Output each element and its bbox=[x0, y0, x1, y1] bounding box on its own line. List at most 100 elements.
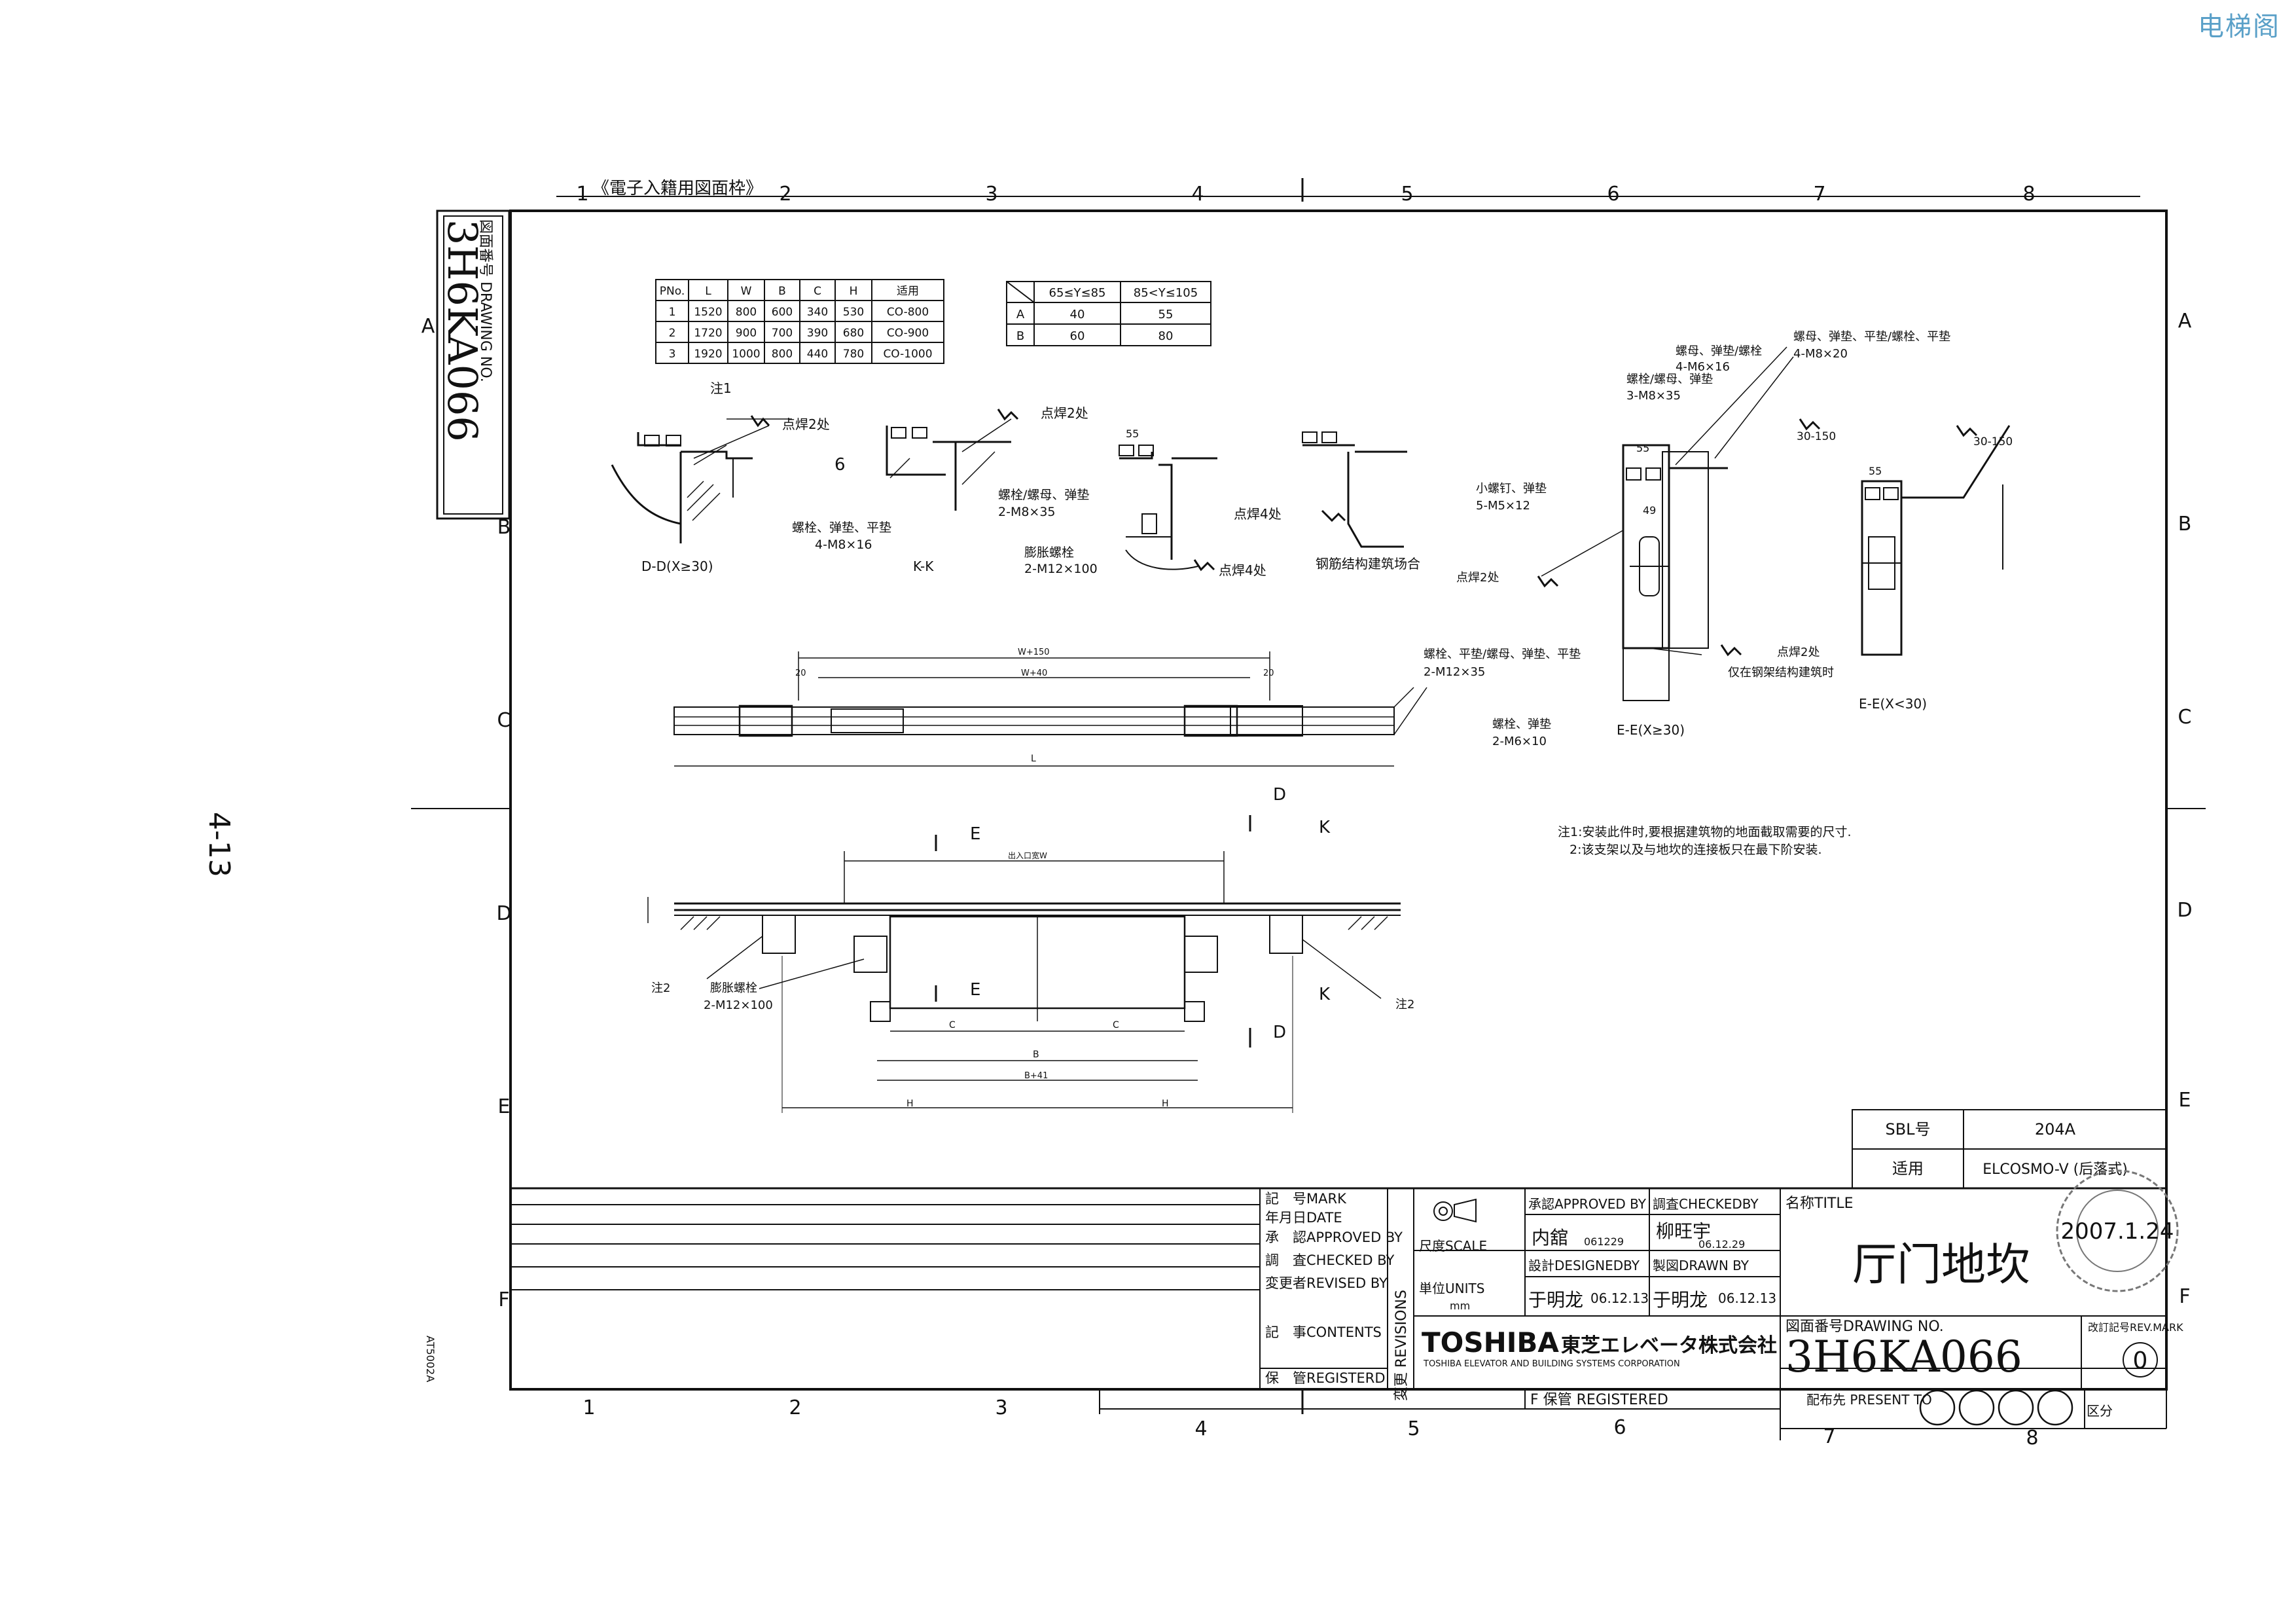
svg-text:配布先 PRESENT TO: 配布先 PRESENT TO bbox=[1806, 1392, 1932, 1408]
svg-text:設計DESIGNEDBY: 設計DESIGNEDBY bbox=[1528, 1258, 1640, 1273]
svg-text:3: 3 bbox=[995, 1396, 1007, 1419]
svg-text:単位UNITS: 単位UNITS bbox=[1419, 1281, 1484, 1296]
svg-text:調 査CHECKED BY: 調 査CHECKED BY bbox=[1265, 1252, 1395, 1268]
svg-text:1: 1 bbox=[669, 306, 676, 319]
svg-text:55: 55 bbox=[1636, 442, 1649, 454]
svg-text:点焊2处: 点焊2处 bbox=[1777, 646, 1820, 659]
svg-text:PNo.: PNo. bbox=[660, 285, 685, 298]
svg-text:B: B bbox=[778, 285, 786, 298]
svg-text:螺栓、平垫/螺母、弹垫、平垫: 螺栓、平垫/螺母、弹垫、平垫 bbox=[1424, 647, 1581, 661]
svg-text:D: D bbox=[1273, 785, 1286, 805]
svg-text:記 号MARK: 記 号MARK bbox=[1265, 1191, 1347, 1207]
svg-text:06.12.13: 06.12.13 bbox=[1590, 1290, 1649, 1306]
plan-view: W+150 W+40 20 20 L bbox=[673, 647, 1427, 767]
svg-text:6: 6 bbox=[1607, 183, 1619, 206]
watermark: 电梯阁 bbox=[2198, 12, 2280, 42]
svg-text:B: B bbox=[1016, 329, 1024, 343]
svg-text:20: 20 bbox=[795, 668, 806, 678]
svg-text:H: H bbox=[1162, 1099, 1169, 1109]
svg-text:F: F bbox=[2179, 1285, 2190, 1308]
svg-text:2-M8×35: 2-M8×35 bbox=[998, 505, 1056, 519]
svg-text:B: B bbox=[497, 516, 511, 539]
svg-text:E: E bbox=[2179, 1089, 2191, 1112]
svg-text:4: 4 bbox=[1194, 1417, 1207, 1440]
svg-text:E: E bbox=[970, 824, 980, 844]
svg-text:膨胀螺栓: 膨胀螺栓 bbox=[710, 981, 757, 995]
steel-structure-view: 点焊4处 钢筋结构建筑场合 bbox=[1234, 431, 1420, 572]
svg-text:変更者REVISED BY: 変更者REVISED BY bbox=[1265, 1275, 1388, 1291]
svg-text:H: H bbox=[850, 285, 858, 298]
svg-text:L: L bbox=[705, 285, 711, 298]
svg-text:螺栓、弹垫、平垫: 螺栓、弹垫、平垫 bbox=[792, 520, 891, 535]
svg-text:8: 8 bbox=[2022, 183, 2035, 206]
svg-text:55: 55 bbox=[1158, 308, 1174, 321]
svg-text:061229: 061229 bbox=[1584, 1235, 1624, 1248]
title-block: 尺度SCALE 単位UNITS mm 承認APPROVED BY 調査CHECK… bbox=[1099, 1169, 2183, 1440]
svg-text:C: C bbox=[2178, 706, 2192, 729]
svg-text:2-M12×100: 2-M12×100 bbox=[704, 998, 773, 1012]
svg-text:06.12.29: 06.12.29 bbox=[1698, 1238, 1745, 1250]
row-markers: A B C D E F A B C D E F bbox=[422, 310, 2193, 1311]
pno-table: PNo. L W B C H 适用 1 1520 800 600 340 530… bbox=[655, 279, 944, 364]
svg-text:49: 49 bbox=[1643, 504, 1656, 517]
svg-text:点焊4处: 点焊4处 bbox=[1219, 562, 1266, 578]
svg-text:螺栓/螺母、弹垫: 螺栓/螺母、弹垫 bbox=[1626, 373, 1713, 386]
notes: 注1:安装此件时,要根据建筑物的地面截取需要的尺寸. 2:该支架以及与地坎的连接… bbox=[1558, 825, 1852, 857]
svg-text:区分: 区分 bbox=[2087, 1403, 2113, 1419]
svg-text:06.12.13: 06.12.13 bbox=[1718, 1290, 1776, 1306]
svg-text:点焊2处: 点焊2处 bbox=[1041, 405, 1088, 421]
section-kk: 6 点焊2处 螺栓、弹垫、平垫 4-M8×16 K-K bbox=[792, 405, 1088, 574]
svg-text:点焊4处: 点焊4处 bbox=[1234, 506, 1282, 522]
svg-text:3-M8×35: 3-M8×35 bbox=[1626, 389, 1681, 403]
svg-text:記 事CONTENTS: 記 事CONTENTS bbox=[1265, 1324, 1382, 1340]
svg-text:C: C bbox=[1113, 1020, 1119, 1030]
svg-text:CO-1000: CO-1000 bbox=[883, 348, 932, 361]
svg-text:600: 600 bbox=[772, 306, 793, 319]
svg-text:于明龙: 于明龙 bbox=[1528, 1289, 1583, 1311]
svg-text:H: H bbox=[906, 1099, 914, 1109]
svg-text:2007.1.24: 2007.1.24 bbox=[2060, 1218, 2174, 1245]
svg-text:年月日DATE: 年月日DATE bbox=[1265, 1210, 1342, 1226]
svg-text:204A: 204A bbox=[2035, 1120, 2076, 1139]
svg-text:L: L bbox=[1031, 754, 1036, 764]
svg-text:80: 80 bbox=[1158, 329, 1174, 343]
svg-text:40: 40 bbox=[1070, 308, 1085, 321]
svg-text:W: W bbox=[741, 285, 752, 298]
svg-text:A: A bbox=[1016, 308, 1025, 321]
svg-text:390: 390 bbox=[807, 327, 828, 340]
svg-text:尺度SCALE: 尺度SCALE bbox=[1419, 1238, 1487, 1254]
approval-stamp: 2007.1.24 bbox=[2056, 1169, 2179, 1292]
svg-text:680: 680 bbox=[843, 327, 864, 340]
svg-text:30-150: 30-150 bbox=[1973, 435, 2013, 448]
svg-text:mm: mm bbox=[1450, 1300, 1470, 1312]
svg-text:SBL号: SBL号 bbox=[1885, 1120, 1930, 1139]
svg-text:厅门地坎: 厅门地坎 bbox=[1852, 1239, 2030, 1291]
svg-text:A: A bbox=[2178, 310, 2192, 333]
svg-text:B: B bbox=[1033, 1049, 1039, 1060]
section-dd: 注1 点焊2处 D-D(X≥30) bbox=[611, 380, 830, 574]
svg-text:2: 2 bbox=[779, 183, 791, 206]
section-ee-large: 55 49 螺栓/螺母、弹垫 3-M8×35 螺母、弹垫/螺栓 4-M6×16 … bbox=[1424, 330, 1950, 748]
svg-text:注1:安装此件时,要根据建筑物的地面截取需要的尺寸.: 注1:安装此件时,要根据建筑物的地面截取需要的尺寸. bbox=[1558, 825, 1852, 839]
svg-text:0: 0 bbox=[2133, 1347, 2148, 1374]
svg-text:CO-900: CO-900 bbox=[887, 327, 929, 340]
svg-text:2: 2 bbox=[669, 327, 676, 340]
svg-text:注1: 注1 bbox=[710, 380, 732, 396]
svg-text:K: K bbox=[1319, 818, 1331, 837]
svg-text:7: 7 bbox=[1823, 1425, 1835, 1448]
svg-text:承認APPROVED BY: 承認APPROVED BY bbox=[1528, 1196, 1647, 1212]
svg-text:螺栓、弹垫: 螺栓、弹垫 bbox=[1492, 718, 1551, 731]
svg-text:承 認APPROVED BY: 承 認APPROVED BY bbox=[1265, 1230, 1403, 1245]
svg-text:注2: 注2 bbox=[651, 981, 670, 995]
svg-text:W+150: W+150 bbox=[1018, 647, 1050, 657]
svg-text:点焊2处: 点焊2处 bbox=[782, 416, 830, 432]
y-table: 65≤Y≤85 85<Y≤105 A 40 55 B 60 80 bbox=[1006, 281, 1211, 346]
svg-text:螺母、弹垫/螺栓: 螺母、弹垫/螺栓 bbox=[1676, 344, 1762, 358]
svg-text:5: 5 bbox=[1407, 1417, 1420, 1440]
svg-text:20: 20 bbox=[1263, 668, 1274, 678]
svg-text:柳旺宇: 柳旺宇 bbox=[1656, 1220, 1711, 1242]
page-number: 4-13 bbox=[202, 812, 236, 877]
revision-area: 記 号MARK 年月日DATE 承 認APPROVED BY 調 査CHECKE… bbox=[511, 1188, 1414, 1401]
svg-text:A: A bbox=[422, 315, 435, 338]
svg-text:4-M8×20: 4-M8×20 bbox=[1793, 347, 1848, 361]
